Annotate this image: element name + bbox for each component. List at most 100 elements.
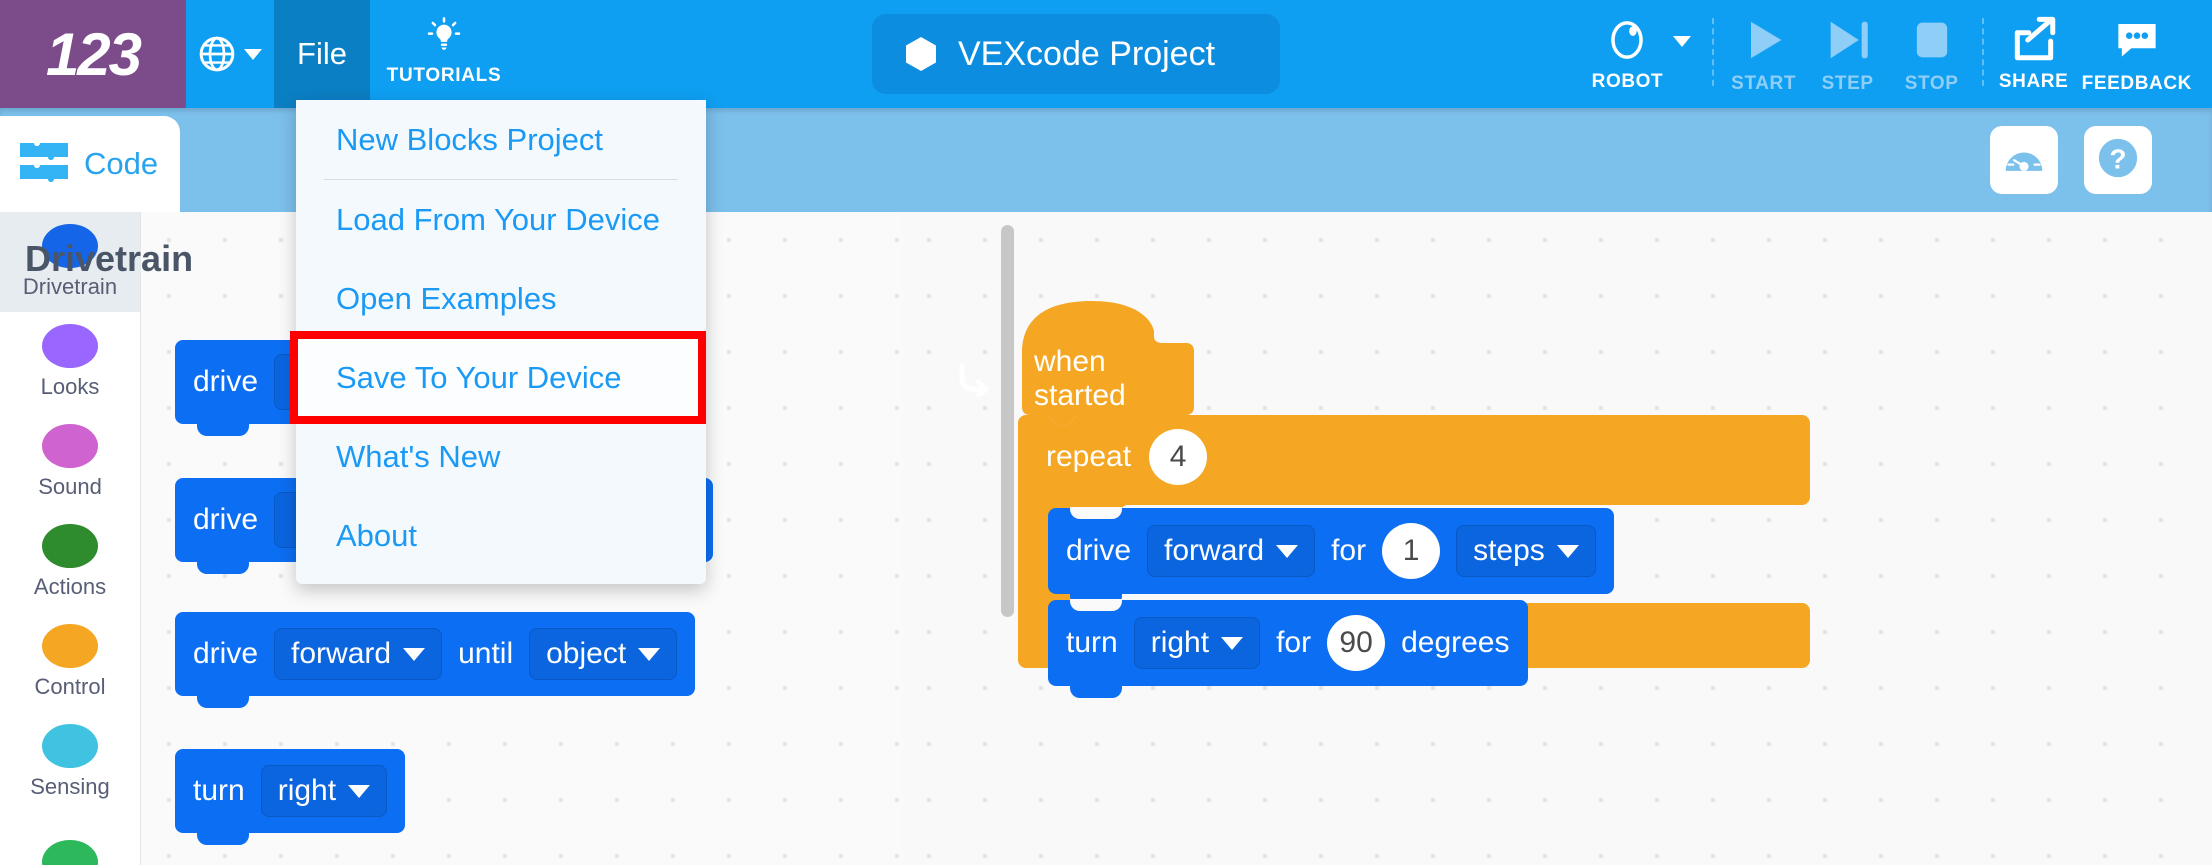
stop-button[interactable]: STOP	[1890, 0, 1974, 95]
sidebar-item-actions[interactable]: Actions	[0, 512, 140, 612]
drive-direction-dropdown[interactable]: forward	[1147, 525, 1316, 577]
robot-brain-icon	[1604, 16, 1650, 69]
tutorials-button[interactable]: TUTORIALS	[370, 0, 518, 108]
block-when-started[interactable]: when started	[1018, 295, 1196, 439]
tutorials-label: TUTORIALS	[386, 64, 502, 86]
sidebar-item-next[interactable]	[0, 812, 140, 865]
block-label: turn	[193, 774, 245, 807]
menu-separator	[324, 179, 678, 180]
sidebar-item-sensing[interactable]: Sensing	[0, 712, 140, 812]
menu-item-save-to-your-device[interactable]: Save To Your Device	[296, 338, 706, 417]
dashboard-button[interactable]	[1990, 126, 2058, 194]
palette-block-turn[interactable]: turn right	[175, 749, 406, 845]
stop-label: STOP	[1904, 73, 1959, 94]
chevron-down-icon	[1556, 544, 1579, 558]
sidebar-item-control[interactable]: Control	[0, 612, 140, 712]
play-icon	[1738, 14, 1790, 71]
block-label: drive	[193, 365, 259, 398]
language-selector[interactable]	[186, 0, 274, 108]
feedback-label: FEEDBACK	[2081, 73, 2192, 94]
direction-label: forward	[291, 637, 392, 670]
hexagon-icon	[906, 37, 936, 71]
drive-amount-input[interactable]: 1	[1382, 523, 1441, 579]
menu-item-whats-new[interactable]: What's New	[336, 438, 501, 474]
blocks-icon	[18, 141, 70, 187]
chevron-down-icon	[638, 647, 661, 661]
block-turn-right[interactable]: turn right for 90 degrees	[1048, 599, 1528, 698]
file-menu-button[interactable]: File	[274, 0, 370, 108]
start-label: START	[1731, 73, 1797, 94]
actions-color-dot	[42, 524, 98, 568]
chevron-down-icon	[1221, 636, 1244, 650]
gauge-icon	[2002, 141, 2046, 180]
chevron-down-icon	[244, 48, 262, 60]
drive-unit-label: steps	[1473, 534, 1545, 567]
direction-dropdown[interactable]: forward	[274, 628, 443, 680]
block-label: drive	[193, 503, 259, 536]
sidebar-item-label: Sound	[38, 474, 102, 499]
toolbar-actions: ROBOT START STEP	[1586, 0, 2198, 108]
until-label: until	[458, 637, 514, 670]
loop-arrow-icon	[952, 356, 992, 401]
turn-direction-label: right	[277, 774, 337, 807]
globe-icon	[198, 35, 236, 73]
sidebar-item-drivetrain[interactable]: Drivetrain	[0, 212, 140, 312]
step-forward-icon	[1822, 14, 1874, 71]
turn-unit-label: degrees	[1401, 626, 1510, 659]
drive-unit-dropdown[interactable]: steps	[1456, 525, 1596, 577]
start-button[interactable]: START	[1722, 0, 1806, 95]
project-name-button[interactable]: VEXcode Project	[872, 14, 1280, 94]
stop-square-icon	[1906, 14, 1958, 71]
turn-label: turn	[1066, 626, 1118, 659]
step-button[interactable]: STEP	[1806, 0, 1890, 95]
sidebar-item-label: Looks	[40, 374, 100, 399]
project-title: VEXcode Project	[958, 34, 1216, 73]
sidebar-item-label: Control	[34, 674, 106, 699]
drive-for-label: for	[1331, 534, 1367, 567]
robot-label: ROBOT	[1591, 70, 1664, 92]
share-button[interactable]: SHARE	[1992, 0, 2076, 93]
sidebar-item-looks[interactable]: Looks	[0, 312, 140, 412]
turn-direction-dropdown[interactable]: right	[1133, 617, 1261, 669]
sidebar-item-sound[interactable]: Sound	[0, 412, 140, 512]
object-dropdown[interactable]: object	[529, 628, 678, 680]
share-export-icon	[2009, 14, 2059, 69]
object-label: object	[546, 637, 627, 670]
block-drive-forward[interactable]: drive forward for 1 steps	[1048, 507, 1614, 606]
sidebar-item-label: Drivetrain	[22, 274, 118, 299]
sensing-color-dot	[42, 724, 98, 768]
turn-for-label: for	[1276, 626, 1312, 659]
block-label: drive	[193, 637, 259, 670]
sidebar-item-label: Actions	[33, 574, 107, 599]
sidebar-item-label: Sensing	[30, 774, 110, 799]
feedback-button[interactable]: FEEDBACK	[2076, 0, 2198, 95]
turn-direction-dropdown[interactable]: right	[260, 765, 388, 817]
sound-color-dot	[42, 424, 98, 468]
menu-item-load-from-your-device[interactable]: Load From Your Device	[336, 201, 660, 237]
menu-item-about[interactable]: About	[336, 517, 418, 553]
palette-block-drive-until[interactable]: drive forward until object	[175, 612, 696, 708]
lightbulb-icon	[424, 16, 464, 61]
control-color-dot	[42, 624, 98, 668]
drive-direction-label: forward	[1164, 534, 1265, 567]
vex-123-logo: 123	[0, 0, 186, 108]
speech-bubble-icon	[2111, 14, 2163, 71]
help-button[interactable]: ?	[2084, 126, 2152, 194]
tab-code[interactable]: Code	[0, 116, 180, 212]
file-dropdown-menu[interactable]: New Blocks Project Load From Your Device…	[296, 100, 706, 584]
category-sidebar: Drivetrain Looks Sound Actions Control S…	[0, 212, 141, 865]
toolbar-divider-2	[1981, 18, 1984, 86]
repeat-count-input[interactable]: 4	[1149, 429, 1208, 485]
palette-category-heading: Drivetrain	[25, 238, 194, 279]
chevron-down-icon	[1276, 544, 1299, 558]
palette-scrollbar[interactable]	[1001, 225, 1014, 617]
menu-item-open-examples[interactable]: Open Examples	[336, 280, 557, 316]
robot-button[interactable]: ROBOT	[1586, 0, 1704, 108]
question-mark-icon: ?	[2095, 135, 2141, 186]
next-color-dot	[42, 840, 98, 865]
turn-amount-input[interactable]: 90	[1327, 615, 1386, 671]
drive-label: drive	[1066, 534, 1132, 567]
looks-color-dot	[42, 324, 98, 368]
secondary-toolbar-actions: ?	[1990, 126, 2152, 194]
menu-item-new-blocks-project[interactable]: New Blocks Project	[336, 121, 604, 157]
